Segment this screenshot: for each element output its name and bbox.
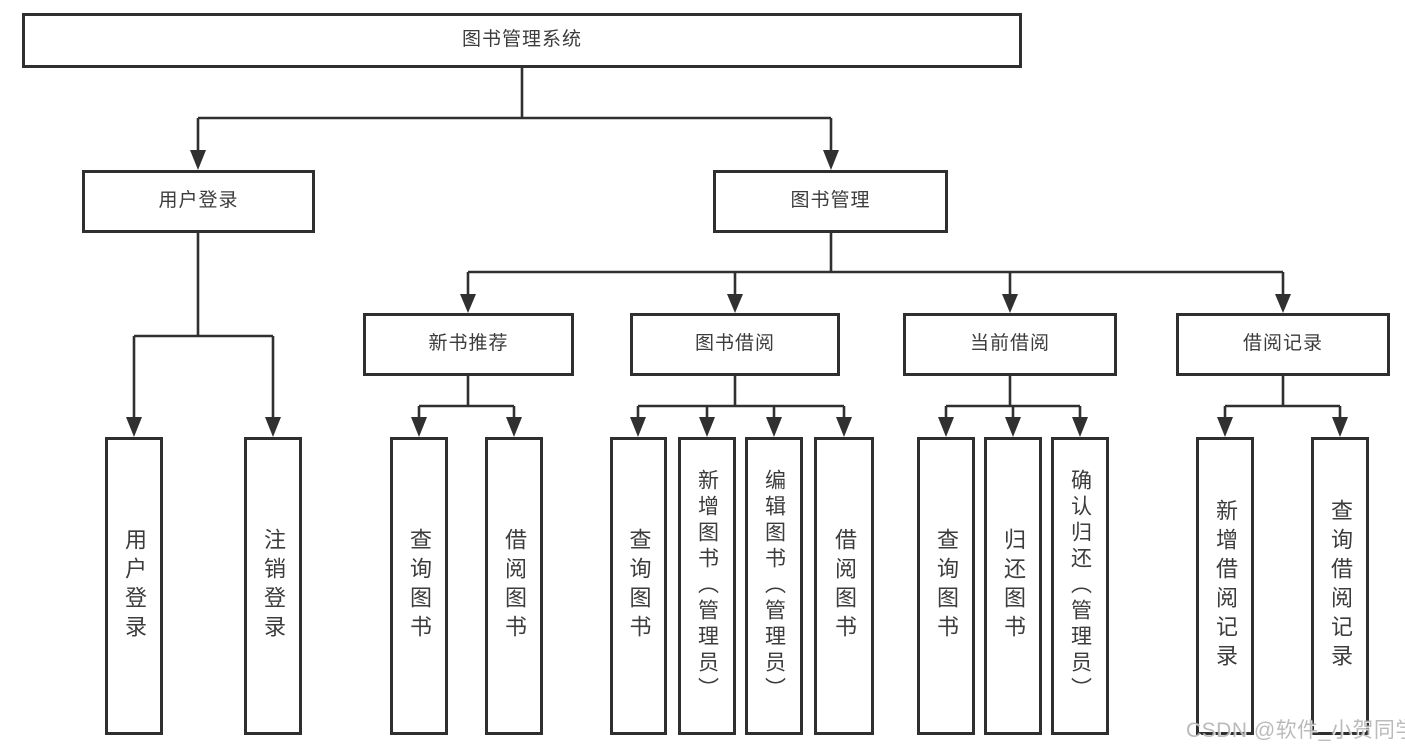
connector-user-login-branch: [126, 233, 281, 437]
leaf-return-books: 归还图书: [984, 437, 1042, 735]
leaf-query-books-borrow: 查询图书: [610, 437, 667, 735]
leaf-borrow-books: 借阅图书: [814, 437, 874, 735]
leaf-query-books-current: 查询图书: [917, 437, 975, 735]
connector-current-borrow-branch: [938, 376, 1088, 437]
connector-new-book-branch: [411, 376, 522, 437]
node-library-management-system: 图书管理系统: [22, 13, 1022, 68]
leaf-edit-book-admin: 编辑图书（管理员）: [745, 437, 803, 735]
leaf-confirm-return-admin: 确认归还（管理员）: [1051, 437, 1109, 735]
node-new-book-recommendation: 新书推荐: [363, 313, 574, 376]
node-user-login: 用户登录: [82, 170, 315, 233]
leaf-query-borrow-record: 查询借阅记录: [1311, 437, 1369, 735]
connector-book-management-to-level3: [460, 233, 1291, 313]
leaf-add-book-admin: 新增图书（管理员）: [678, 437, 736, 735]
leaf-logout: 注销登录: [244, 437, 302, 735]
connector-root-to-level2: [190, 66, 839, 170]
node-borrowing-records: 借阅记录: [1176, 313, 1390, 376]
node-book-management: 图书管理: [713, 170, 948, 233]
leaf-user-login: 用户登录: [105, 437, 163, 735]
leaf-add-borrow-record: 新增借阅记录: [1196, 437, 1254, 735]
connector-book-borrow-branch: [630, 376, 852, 437]
leaf-borrow-books-recommend: 借阅图书: [485, 437, 543, 735]
connector-borrow-records-branch: [1217, 376, 1348, 437]
node-book-borrowing: 图书借阅: [630, 313, 840, 376]
csdn-watermark: CSDN @软件_小贺同学: [1186, 719, 1405, 742]
leaf-query-books-recommend: 查询图书: [390, 437, 448, 735]
node-current-borrowing: 当前借阅: [903, 313, 1117, 376]
